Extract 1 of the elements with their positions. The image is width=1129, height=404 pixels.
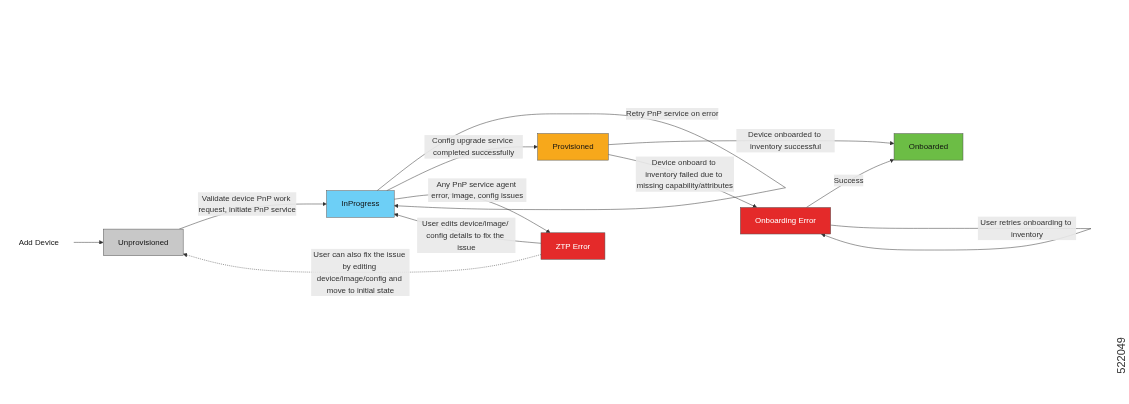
figure-number: 522049 — [1115, 337, 1127, 374]
